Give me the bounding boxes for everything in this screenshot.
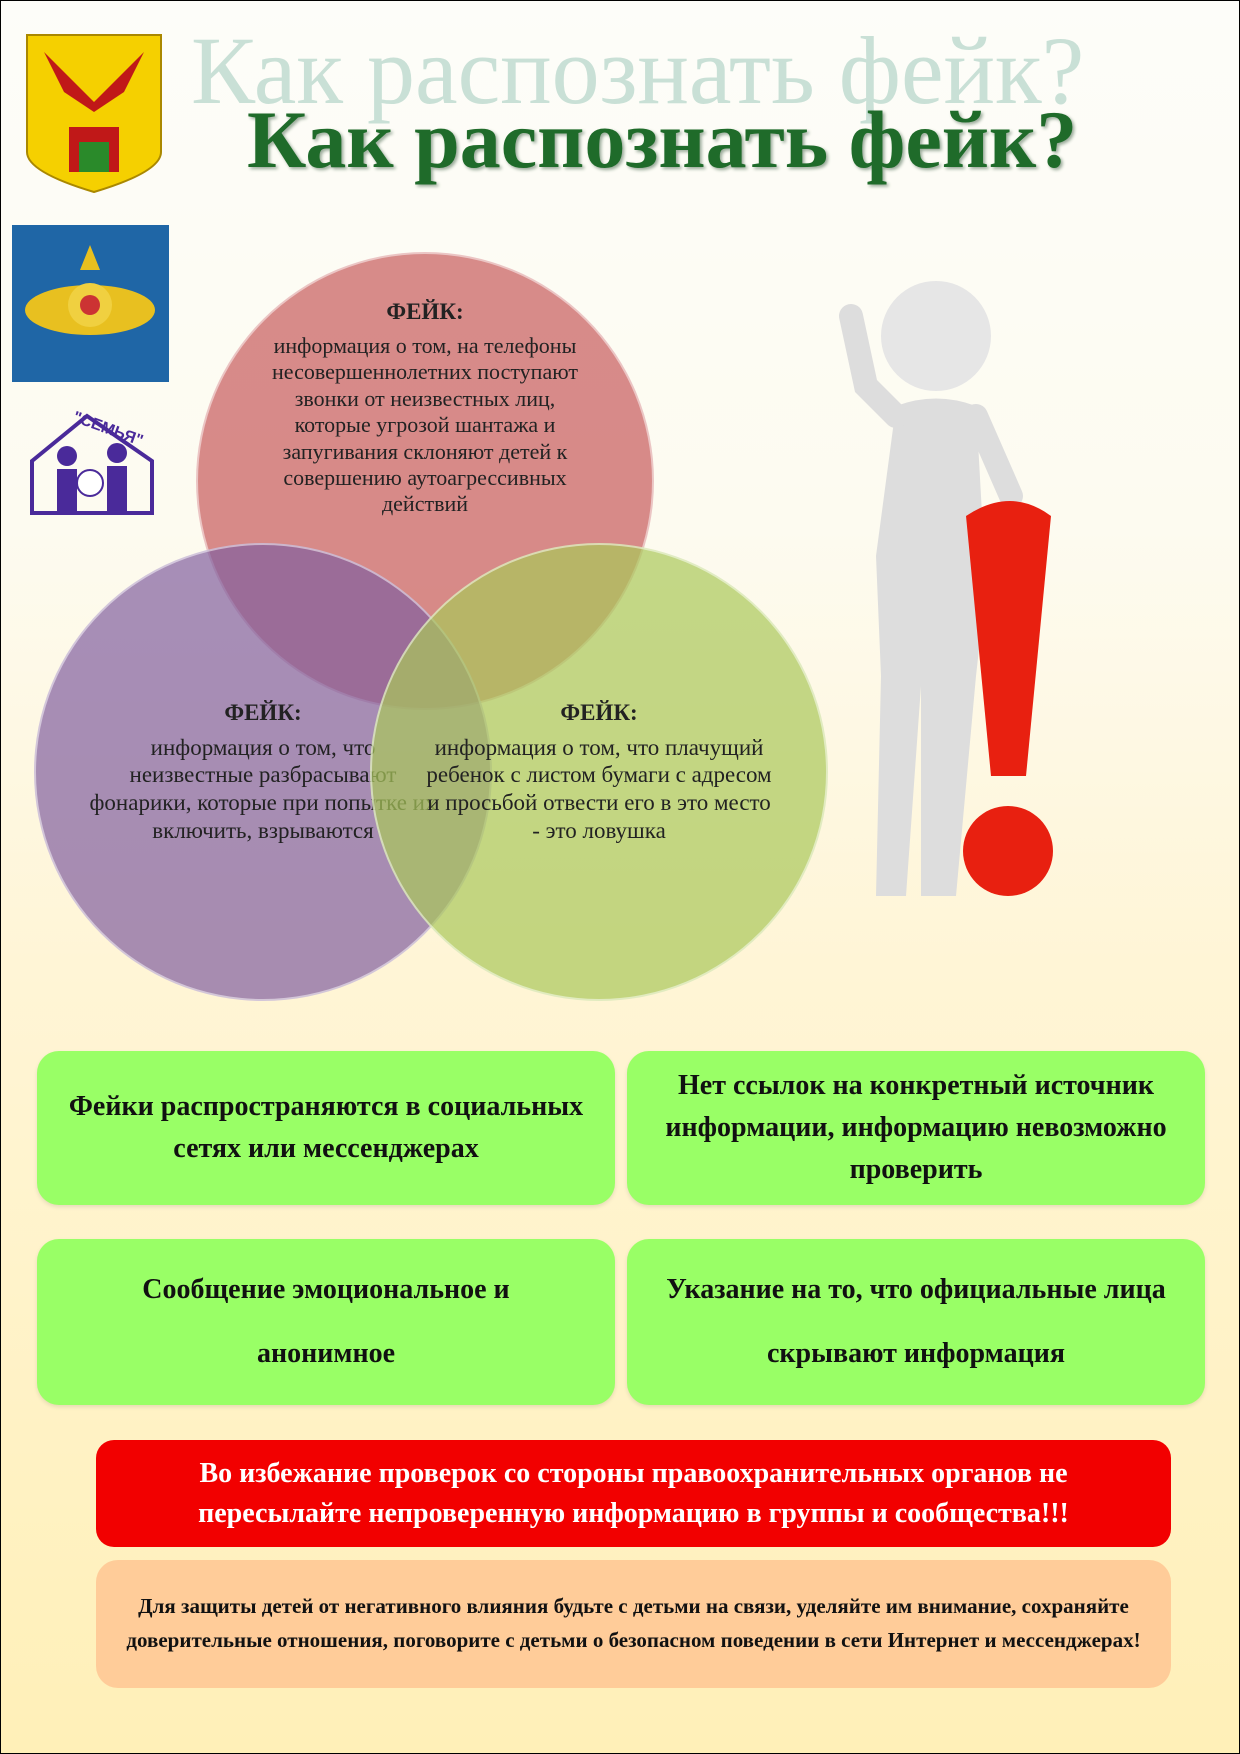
- family-center-logo: "СЕМЬЯ": [12, 401, 167, 516]
- circle-heading: ФЕЙК:: [560, 699, 638, 725]
- page-title: Как распознать фейк?: [247, 94, 1078, 185]
- svg-text:"СЕМЬЯ": "СЕМЬЯ": [71, 409, 146, 450]
- circle-heading: ФЕЙК:: [386, 299, 464, 324]
- sign-box-social-networks: Фейки распространяются в социальных сетя…: [37, 1051, 615, 1205]
- circle-text: информация о том, на телефоны несовершен…: [272, 333, 578, 517]
- sign-box-officials-hide: Указание на то, что официальные лица скр…: [627, 1239, 1205, 1405]
- sign-box-no-sources: Нет ссылок на конкретный источник информ…: [627, 1051, 1205, 1205]
- advice-banner: Для защиты детей от негативного влияния …: [96, 1560, 1171, 1688]
- fake-circle-crying-child: ФЕЙК: информация о том, что плачущий реб…: [370, 543, 828, 1001]
- police-emblem-logo: [12, 225, 169, 382]
- coat-of-arms-logo: [24, 32, 164, 197]
- title-watermark: Как распознать фейк?: [191, 17, 1085, 124]
- circle-text: информация о том, что плачущий ребенок с…: [426, 734, 772, 843]
- circle-heading: ФЕЙК:: [224, 699, 302, 725]
- warning-banner: Во избежание проверок со стороны правоох…: [96, 1440, 1171, 1547]
- figure-with-exclamation-illustration: [826, 256, 1076, 921]
- sign-box-emotional: Сообщение эмоциональное и анонимное: [37, 1239, 615, 1405]
